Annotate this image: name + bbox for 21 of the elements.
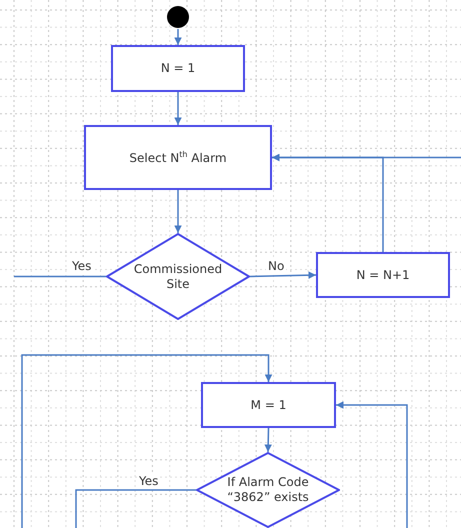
node-text: Commissioned Site — [132, 262, 224, 292]
node-text: M = 1 — [250, 398, 286, 412]
process-box — [84, 125, 272, 190]
node-text: N = N+1 — [356, 268, 410, 282]
arrow — [250, 271, 316, 279]
edge-label: Yes — [70, 259, 94, 273]
process-box — [201, 382, 336, 428]
node-text: Select N$^{th}$ Alarm — [129, 150, 227, 166]
arrow — [21, 354, 272, 528]
edge-label: Yes — [137, 474, 160, 488]
process-box — [316, 252, 450, 298]
arrow — [336, 401, 408, 528]
arrow — [174, 190, 182, 233]
edge-label: No — [266, 259, 286, 273]
arrow — [264, 428, 272, 452]
node-text: N = 1 — [160, 61, 196, 76]
arrow — [174, 92, 182, 125]
node-text: If Alarm Code “3862” exists — [226, 475, 310, 505]
arrow — [174, 29, 182, 45]
process-box — [111, 45, 245, 92]
arrow — [272, 154, 461, 162]
